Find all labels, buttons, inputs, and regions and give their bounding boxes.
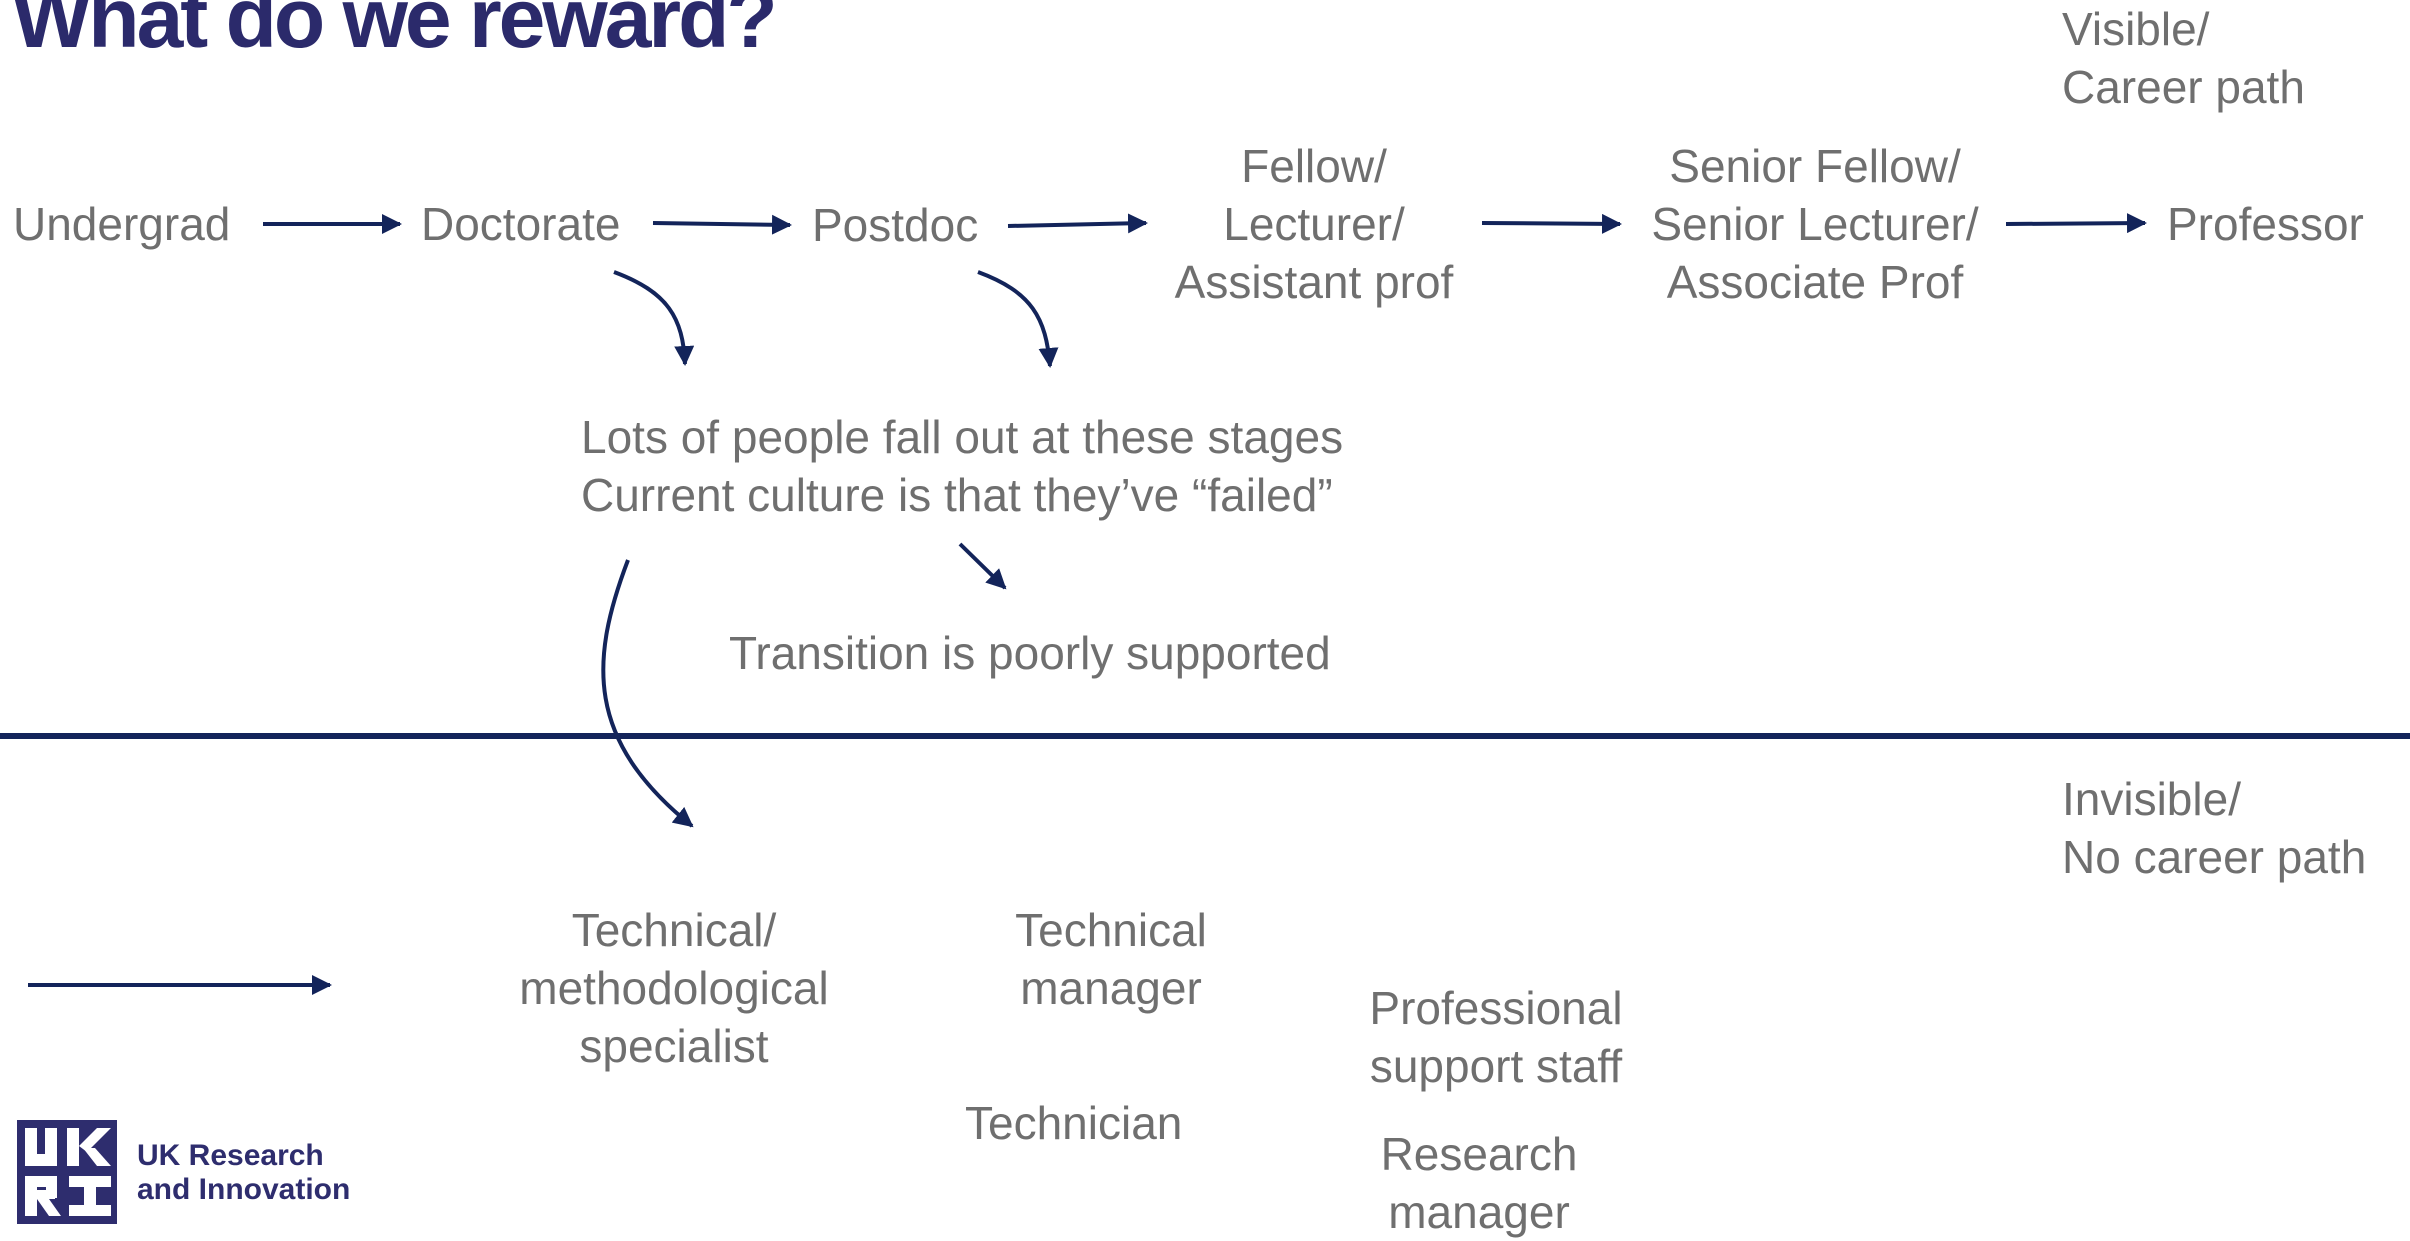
stage-postdoc: Postdoc xyxy=(812,199,979,251)
role-research-manager: Research manager xyxy=(1380,1128,1578,1238)
stage-undergrad: Undergrad xyxy=(13,198,231,250)
ukri-logo-mark xyxy=(17,1120,117,1224)
role-technical-manager: Technical manager xyxy=(1015,904,1207,1014)
visible-career-path-label: Visible/ Career path xyxy=(2062,3,2305,113)
arrow-doctorate-dropout xyxy=(613,270,695,366)
arrow-postdoc-dropout xyxy=(977,270,1059,368)
arrow-to-transition xyxy=(958,542,1007,590)
transition-note: Transition is poorly supported xyxy=(729,627,1331,679)
stage-senior-fellow: Senior Fellow/ Senior Lecturer/ Associat… xyxy=(1651,140,1979,308)
arrow-to-technical-roles xyxy=(601,559,694,828)
stage-fellow-lecturer: Fellow/ Lecturer/ Assistant prof xyxy=(1174,140,1454,308)
role-technical-specialist: Technical/ methodological specialist xyxy=(519,904,829,1072)
fall-out-note: Lots of people fall out at these stages … xyxy=(581,411,1344,521)
stage-professor: Professor xyxy=(2167,198,2364,250)
stage-doctorate: Doctorate xyxy=(421,198,621,250)
arrow-senior-to-professor xyxy=(2005,213,2147,234)
role-technician: Technician xyxy=(965,1097,1183,1149)
ukri-logo-text: UK Research and Innovation xyxy=(137,1139,351,1206)
arrow-postdoc-to-fellow xyxy=(1007,213,1148,234)
invisible-no-career-path-label: Invisible/ No career path xyxy=(2062,773,2367,883)
arrow-fellow-to-senior xyxy=(1481,213,1622,234)
slide-title: What do we reward? xyxy=(12,0,778,65)
role-professional-support-staff: Professional support staff xyxy=(1369,982,1623,1092)
arrow-doctorate-to-postdoc xyxy=(652,214,792,235)
